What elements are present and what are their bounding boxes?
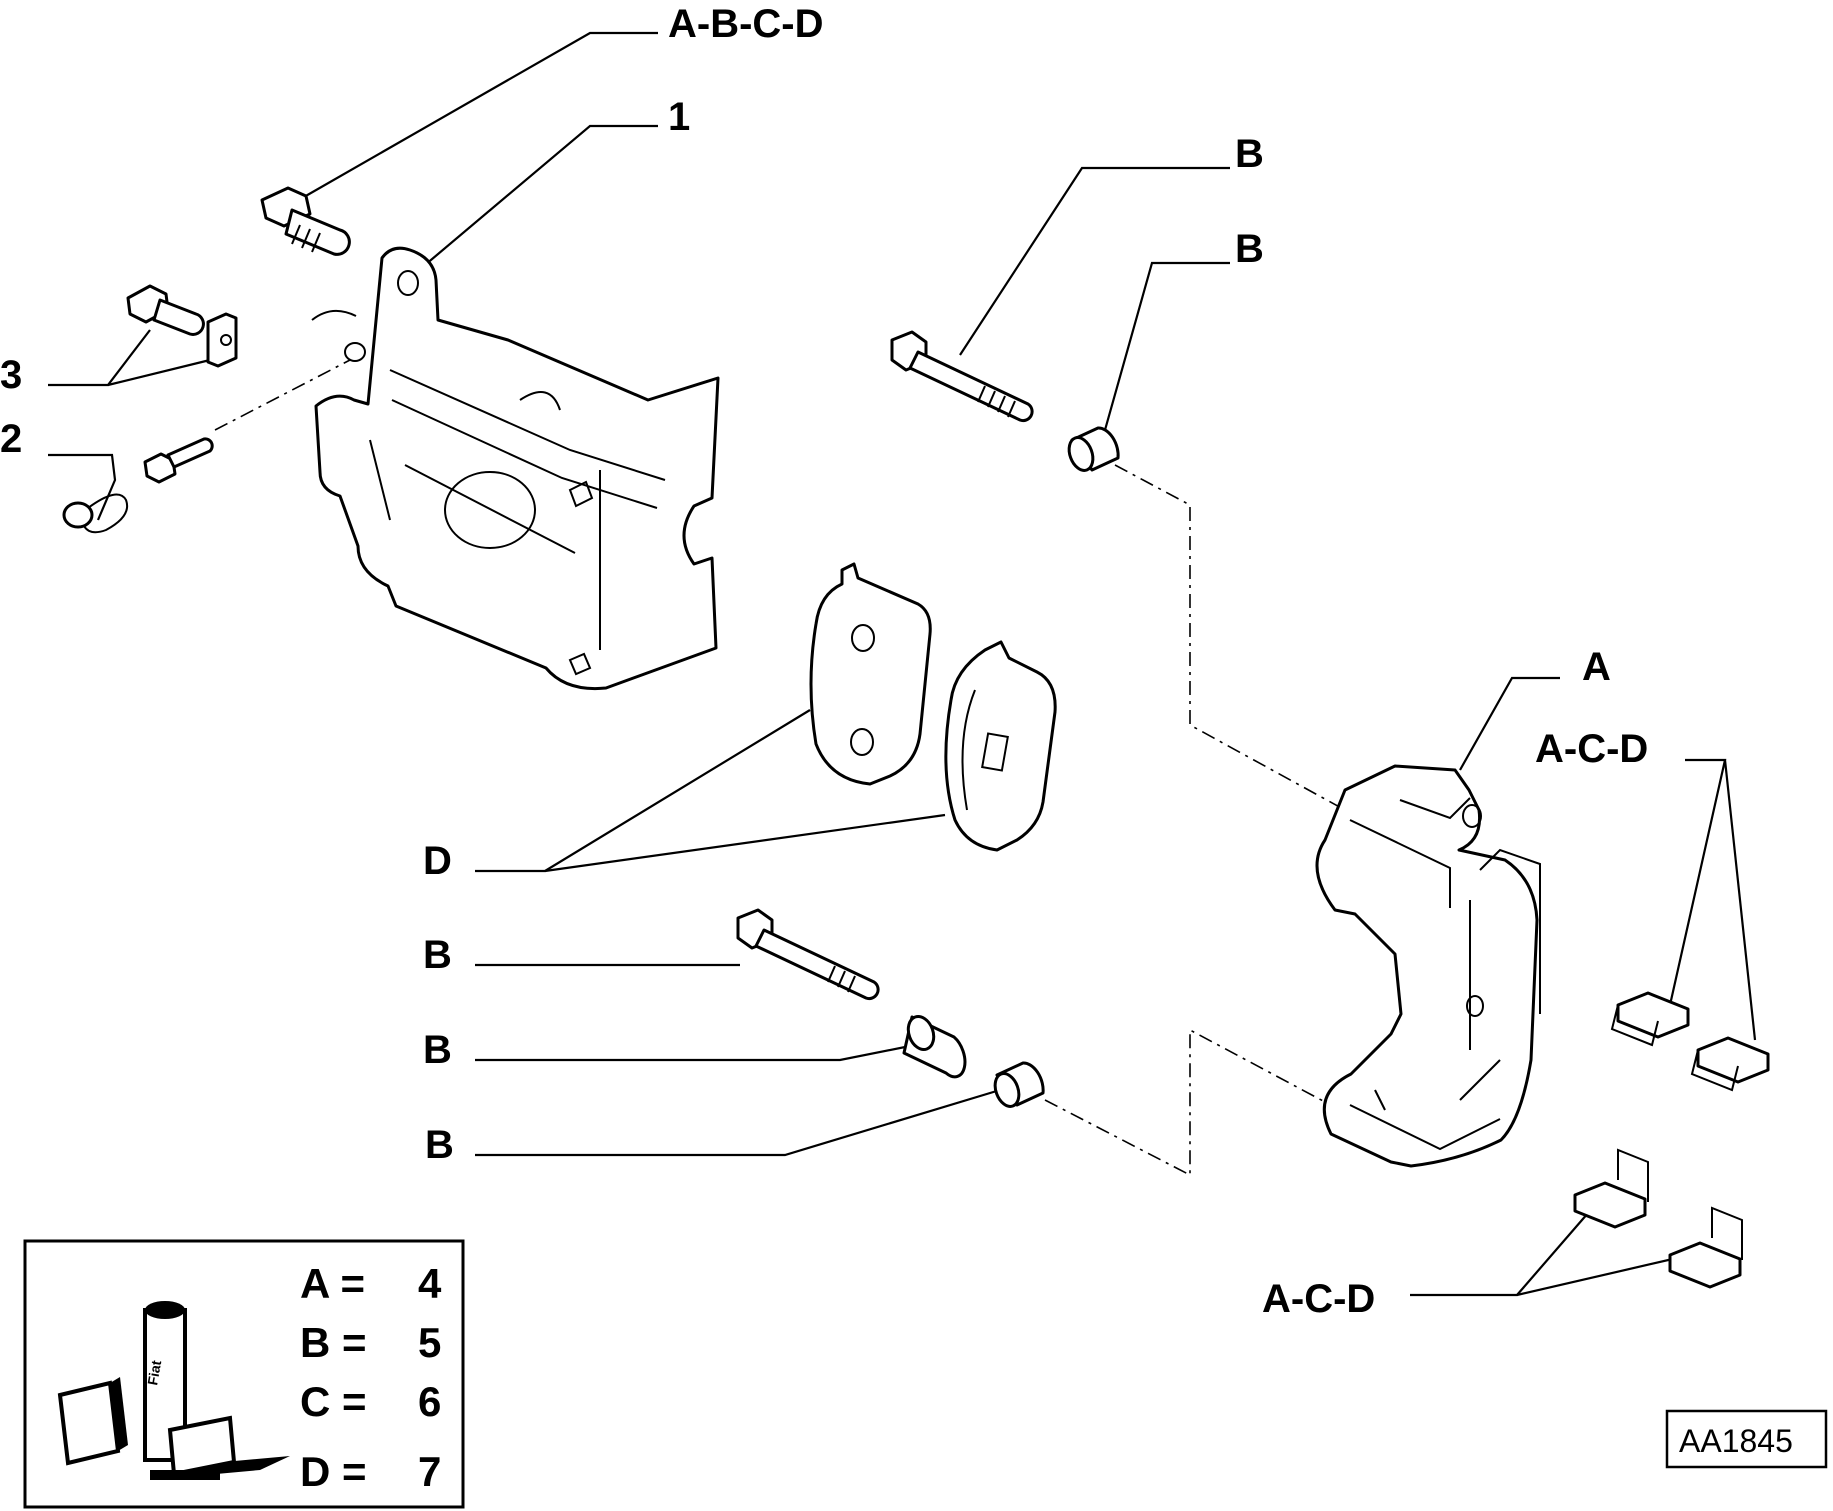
callout-labels: A-B-C-D 1 3 2 B B D B B B A A-C-D A-C-D <box>0 2 1648 1321</box>
bleeder-valve-drawing <box>62 437 214 534</box>
legend-box: Fiat A = 4 B = 5 C = 6 D = 7 <box>23 1239 465 1509</box>
callout-upper-bushing: B <box>1235 227 1264 271</box>
callout-springs-upper: A-C-D <box>1535 727 1648 771</box>
caliper-bolt-drawing <box>260 186 351 256</box>
upper-bushing-drawing <box>1067 426 1120 472</box>
legend-key-b: B = <box>300 1319 367 1366</box>
lower-sleeve-drawing <box>902 1015 967 1079</box>
brake-pads-drawing <box>809 562 1057 852</box>
diagram-code: AA1845 <box>1679 1423 1793 1459</box>
diagram-code-box: AA1845 <box>1665 1409 1828 1469</box>
lower-bushing-drawing <box>993 1061 1045 1108</box>
legend-value-b: 5 <box>418 1319 441 1366</box>
callout-pads: D <box>423 839 452 883</box>
callout-bleeder: 2 <box>0 417 22 461</box>
legend-value-c: 6 <box>418 1378 441 1425</box>
callout-lower-sleeve: B <box>423 1028 452 1072</box>
callout-top-bolt: A-B-C-D <box>668 2 824 46</box>
callout-upper-pin: B <box>1235 132 1264 176</box>
callout-carrier: A <box>1582 645 1611 689</box>
callout-lower-bushing: B <box>425 1123 454 1167</box>
callout-lower-pin: B <box>423 933 452 977</box>
legend-value-a: 4 <box>418 1260 442 1307</box>
anti-rattle-springs-drawing <box>1573 991 1770 1289</box>
callout-springs-lower: A-C-D <box>1262 1277 1375 1321</box>
callout-caliper: 1 <box>668 95 690 139</box>
assembly-axes <box>214 359 1346 1177</box>
kit-brand-text: Fiat <box>144 1359 164 1387</box>
caliper-body-drawing <box>311 246 720 691</box>
lower-guide-pin-drawing <box>736 908 880 1001</box>
callout-bracket-screw: 3 <box>0 353 22 397</box>
bracket-screw-drawing <box>126 284 238 368</box>
legend-key-a: A = <box>300 1260 365 1307</box>
leader-lines <box>48 31 1757 1297</box>
caliper-carrier-drawing <box>1315 764 1541 1168</box>
legend-key-c: C = <box>300 1378 367 1425</box>
legend-key-d: D = <box>300 1448 367 1495</box>
upper-guide-pin-drawing <box>890 330 1034 423</box>
legend-value-d: 7 <box>418 1448 441 1495</box>
repair-kit-icon: Fiat <box>57 1301 290 1480</box>
